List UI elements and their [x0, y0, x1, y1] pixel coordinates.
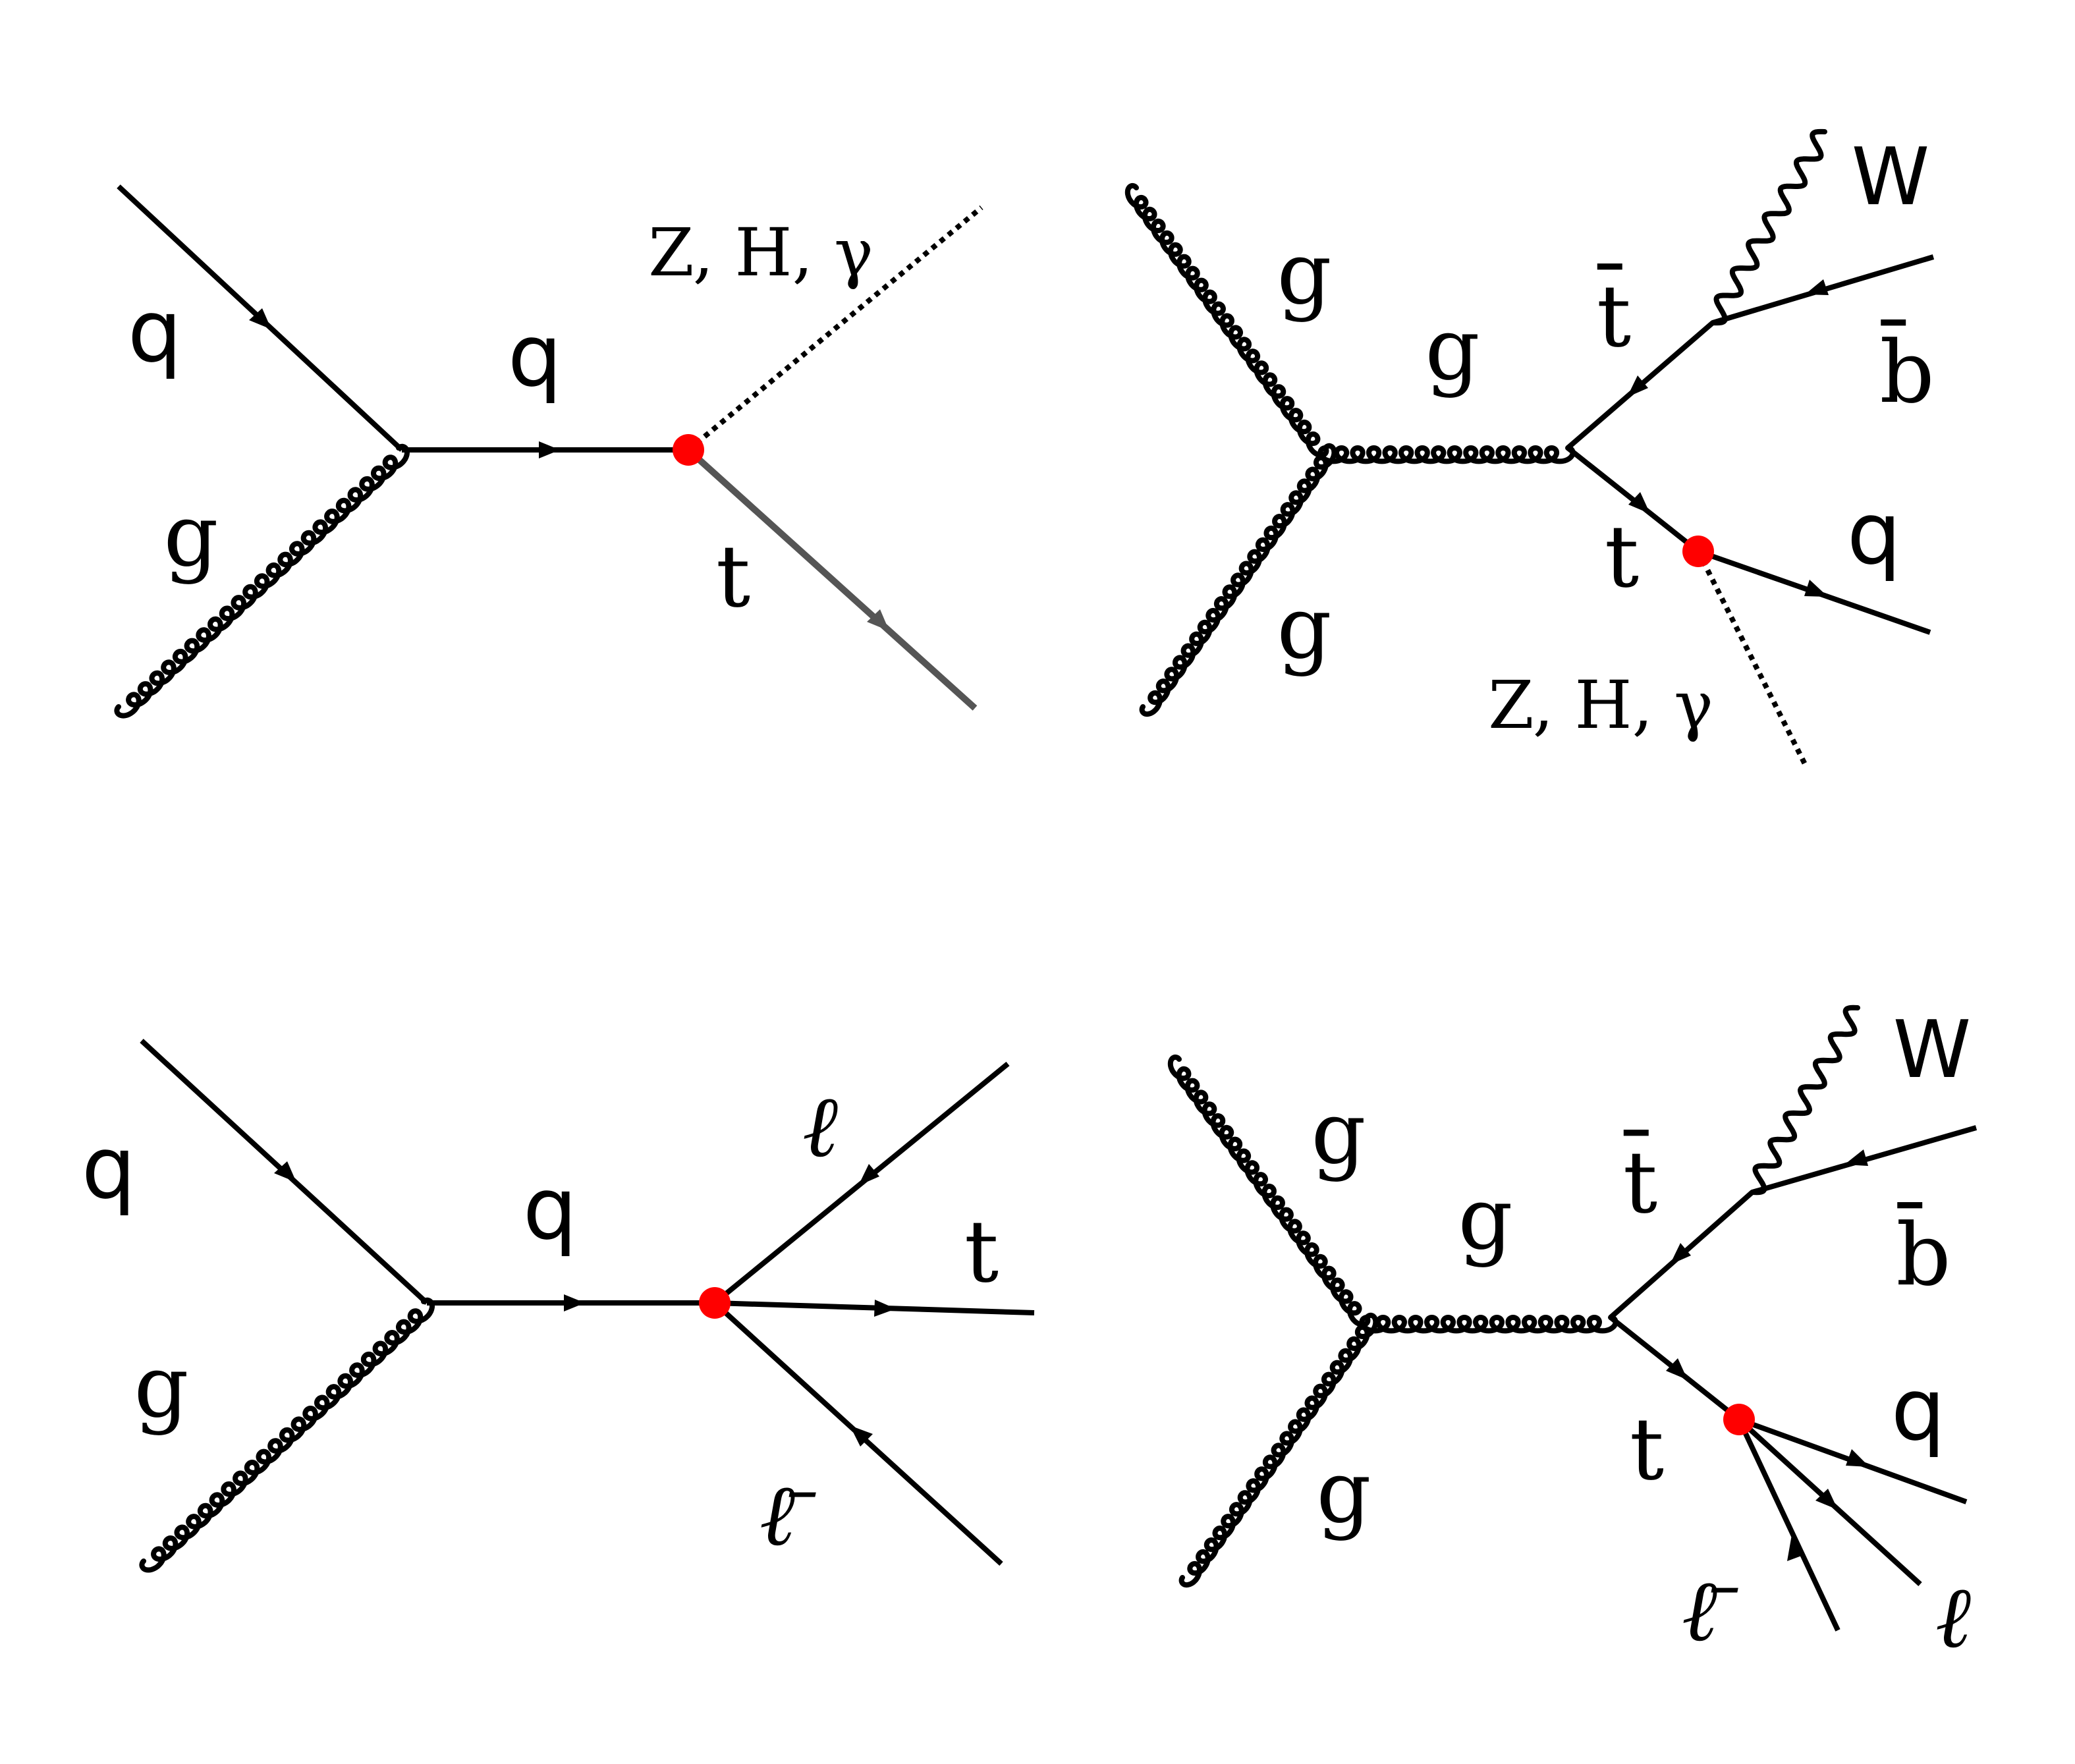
- d2-boson-line: [1696, 550, 1808, 765]
- d2-top-arrow: [1628, 492, 1650, 514]
- d3-gluon-in: [139, 1297, 435, 1573]
- d1-label-t: t: [716, 526, 750, 626]
- d4-lepton-arrow: [1815, 1489, 1838, 1510]
- d1-propagator-arrow: [539, 441, 560, 458]
- d3-top-arrow: [874, 1300, 896, 1317]
- d4-vertex: [1723, 1404, 1755, 1435]
- d3-propagator-arrow: [564, 1294, 585, 1311]
- d2-gluon-in-top: [1124, 182, 1329, 458]
- d2-bbar-arrow: [1805, 279, 1829, 295]
- d4-antitop-arrow: [1670, 1243, 1691, 1265]
- diagram-3: q g q ℓ t ℓ̄: [82, 1039, 1035, 1573]
- d4-bbar-arrow: [1844, 1149, 1868, 1166]
- d4-w-boson: [1750, 1005, 1860, 1196]
- d3-label-ell: ℓ: [802, 1076, 838, 1176]
- d3-label-g-in: g: [134, 1337, 188, 1437]
- d4-gluon-in-bottom: [1178, 1312, 1379, 1588]
- d2-antitop-arrow: [1627, 375, 1648, 397]
- d2-gluon-propagator: [1317, 445, 1576, 464]
- d1-label-q-in: q: [128, 281, 182, 381]
- d3-label-q-prop: q: [523, 1159, 578, 1259]
- d1-label-boson: Z, H, γ: [648, 214, 873, 291]
- diagram-4: g g g t̄ W b̄ t q ℓ̄ ℓ: [1167, 1005, 1978, 1667]
- d4-antilepton-line: [1736, 1418, 1840, 1632]
- d4-antilepton-arrow: [1787, 1535, 1805, 1561]
- d1-label-g-in: g: [163, 485, 218, 586]
- d4-label-tbar: t̄: [1623, 1130, 1657, 1232]
- d3-label-t: t: [964, 1201, 999, 1302]
- d4-gluon-propagator: [1359, 1315, 1618, 1334]
- d3-lepton-arrow: [858, 1164, 879, 1186]
- d2-w-boson: [1710, 128, 1827, 326]
- d2-label-w: W: [1852, 132, 1930, 223]
- d4-label-ell: ℓ: [1935, 1567, 1971, 1667]
- d3-label-ellbar: ℓ̄: [760, 1465, 816, 1565]
- d2-q-arrow: [1804, 580, 1828, 597]
- d4-q-arrow: [1846, 1449, 1869, 1467]
- d1-quark-in-arrow: [249, 308, 271, 329]
- diagram-1: q g q Z, H, γ t: [114, 184, 983, 719]
- d4-label-g-prop: g: [1458, 1169, 1512, 1269]
- d1-boson-line: [686, 205, 983, 453]
- d1-top-arrow: [867, 609, 889, 631]
- d2-label-q: q: [1847, 483, 1902, 584]
- d1-vertex: [673, 434, 704, 466]
- d1-gluon-in: [114, 443, 410, 719]
- diagram-2: g g g t̄ W b̄ t q Z, H, γ: [1124, 128, 1935, 765]
- d2-vertex: [1682, 536, 1714, 567]
- d4-label-ellbar: ℓ̄: [1682, 1560, 1738, 1661]
- d2-label-tbar: t̄: [1597, 263, 1631, 366]
- d2-top-line: [1566, 445, 1700, 554]
- d3-quark-in-arrow: [274, 1161, 296, 1182]
- d4-top-arrow: [1666, 1358, 1688, 1380]
- d2-label-g-prop: g: [1425, 299, 1480, 399]
- d4-label-w: W: [1893, 1005, 1972, 1096]
- d3-vertex: [699, 1287, 731, 1319]
- d4-label-g-bottom: g: [1316, 1442, 1371, 1542]
- d2-label-boson: Z, H, γ: [1488, 667, 1713, 744]
- d4-label-bbar: b̄: [1896, 1202, 1950, 1305]
- d2-gluon-in-bottom: [1139, 443, 1337, 717]
- d4-gluon-in-top: [1167, 1054, 1371, 1328]
- d1-label-q-prop: q: [508, 306, 563, 406]
- d2-label-g-bottom: g: [1277, 578, 1331, 678]
- d3-label-q-in: q: [82, 1118, 136, 1218]
- d1-top-line: [686, 447, 978, 711]
- d4-label-q: q: [1891, 1360, 1946, 1460]
- d2-label-g-top: g: [1277, 223, 1331, 323]
- d3-antilepton-arrow: [850, 1425, 873, 1447]
- d2-label-t: t: [1605, 507, 1639, 607]
- d3-top-line: [714, 1300, 1035, 1315]
- d4-label-g-top: g: [1311, 1083, 1366, 1183]
- d2-label-bbar: b̄: [1879, 319, 1934, 422]
- d4-label-t: t: [1630, 1399, 1664, 1499]
